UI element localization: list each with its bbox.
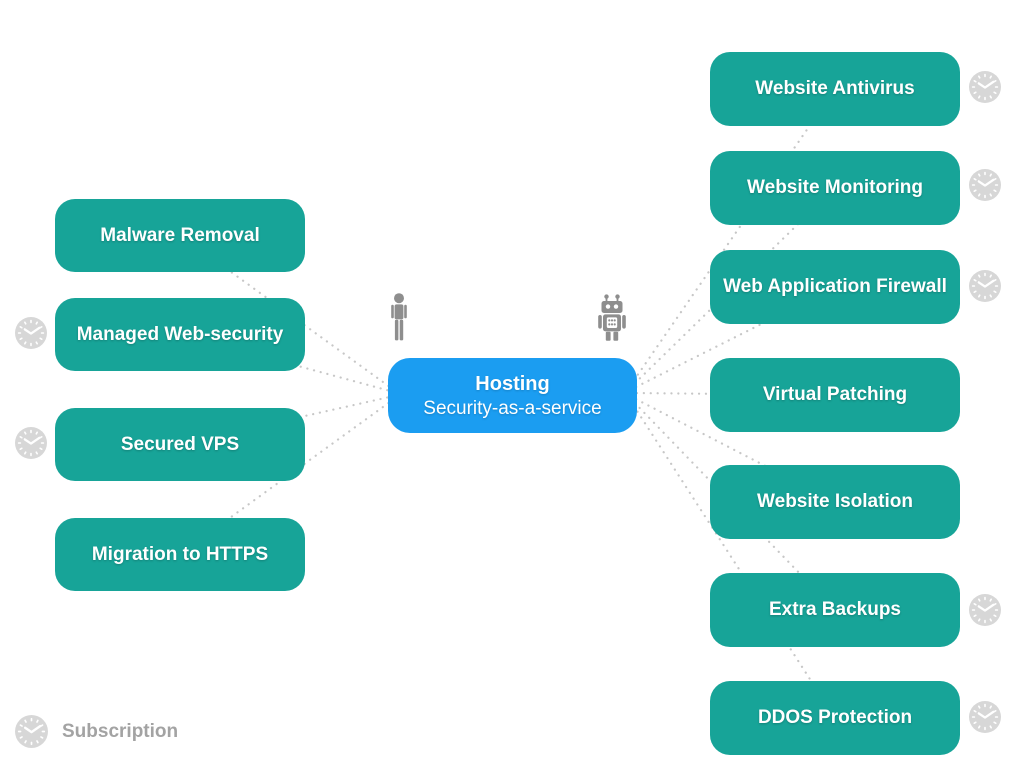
robot-icon [596,294,628,341]
node-hosting-center[interactable]: Hosting Security-as-a-service [388,358,637,433]
subscription-clock-icon [969,71,1001,103]
connector-line [628,398,837,720]
node-label: Virtual Patching [762,384,908,405]
node-label: DDOS Protection [757,707,913,728]
node-managed-web-security[interactable]: Managed Web-security [55,298,305,371]
node-ddos-protection[interactable]: DDOS Protection [710,681,960,755]
node-label: Migration to HTTPS [91,543,269,565]
center-node-title: Hosting [475,372,550,395]
node-label: Managed Web-security [76,323,284,345]
node-label: Extra Backups [768,599,901,620]
node-virtual-patching[interactable]: Virtual Patching [710,358,960,432]
subscription-clock-icon [15,715,48,748]
node-secured-vps[interactable]: Secured VPS [55,408,305,481]
node-website-monitoring[interactable]: Website Monitoring [710,151,960,225]
subscription-clock-icon [969,270,1001,302]
node-web-application-firewall[interactable]: Web Application Firewall [710,250,960,324]
node-label: Secured VPS [120,433,240,455]
subscription-clock-icon [969,594,1001,626]
legend-label: Subscription [62,720,179,742]
node-label: Website Isolation [757,491,913,512]
subscription-clock-icon [969,169,1001,201]
person-icon [388,293,410,341]
center-node-subtitle: Security-as-a-service [423,397,602,419]
node-website-antivirus[interactable]: Website Antivirus [710,52,960,126]
node-label: Website Antivirus [755,78,915,99]
node-malware-removal[interactable]: Malware Removal [55,199,305,272]
node-website-isolation[interactable]: Website Isolation [710,465,960,539]
node-migration-to-https[interactable]: Migration to HTTPS [55,518,305,591]
connector-line [628,87,837,388]
node-extra-backups[interactable]: Extra Backups [710,573,960,647]
subscription-clock-icon [15,427,47,459]
node-label: Malware Removal [100,224,260,246]
subscription-clock-icon [969,701,1001,733]
legend-subscription: Subscription [15,715,178,748]
node-label: Web Application Firewall [723,276,947,297]
node-label: Website Monitoring [747,177,923,198]
subscription-clock-icon [15,317,47,349]
